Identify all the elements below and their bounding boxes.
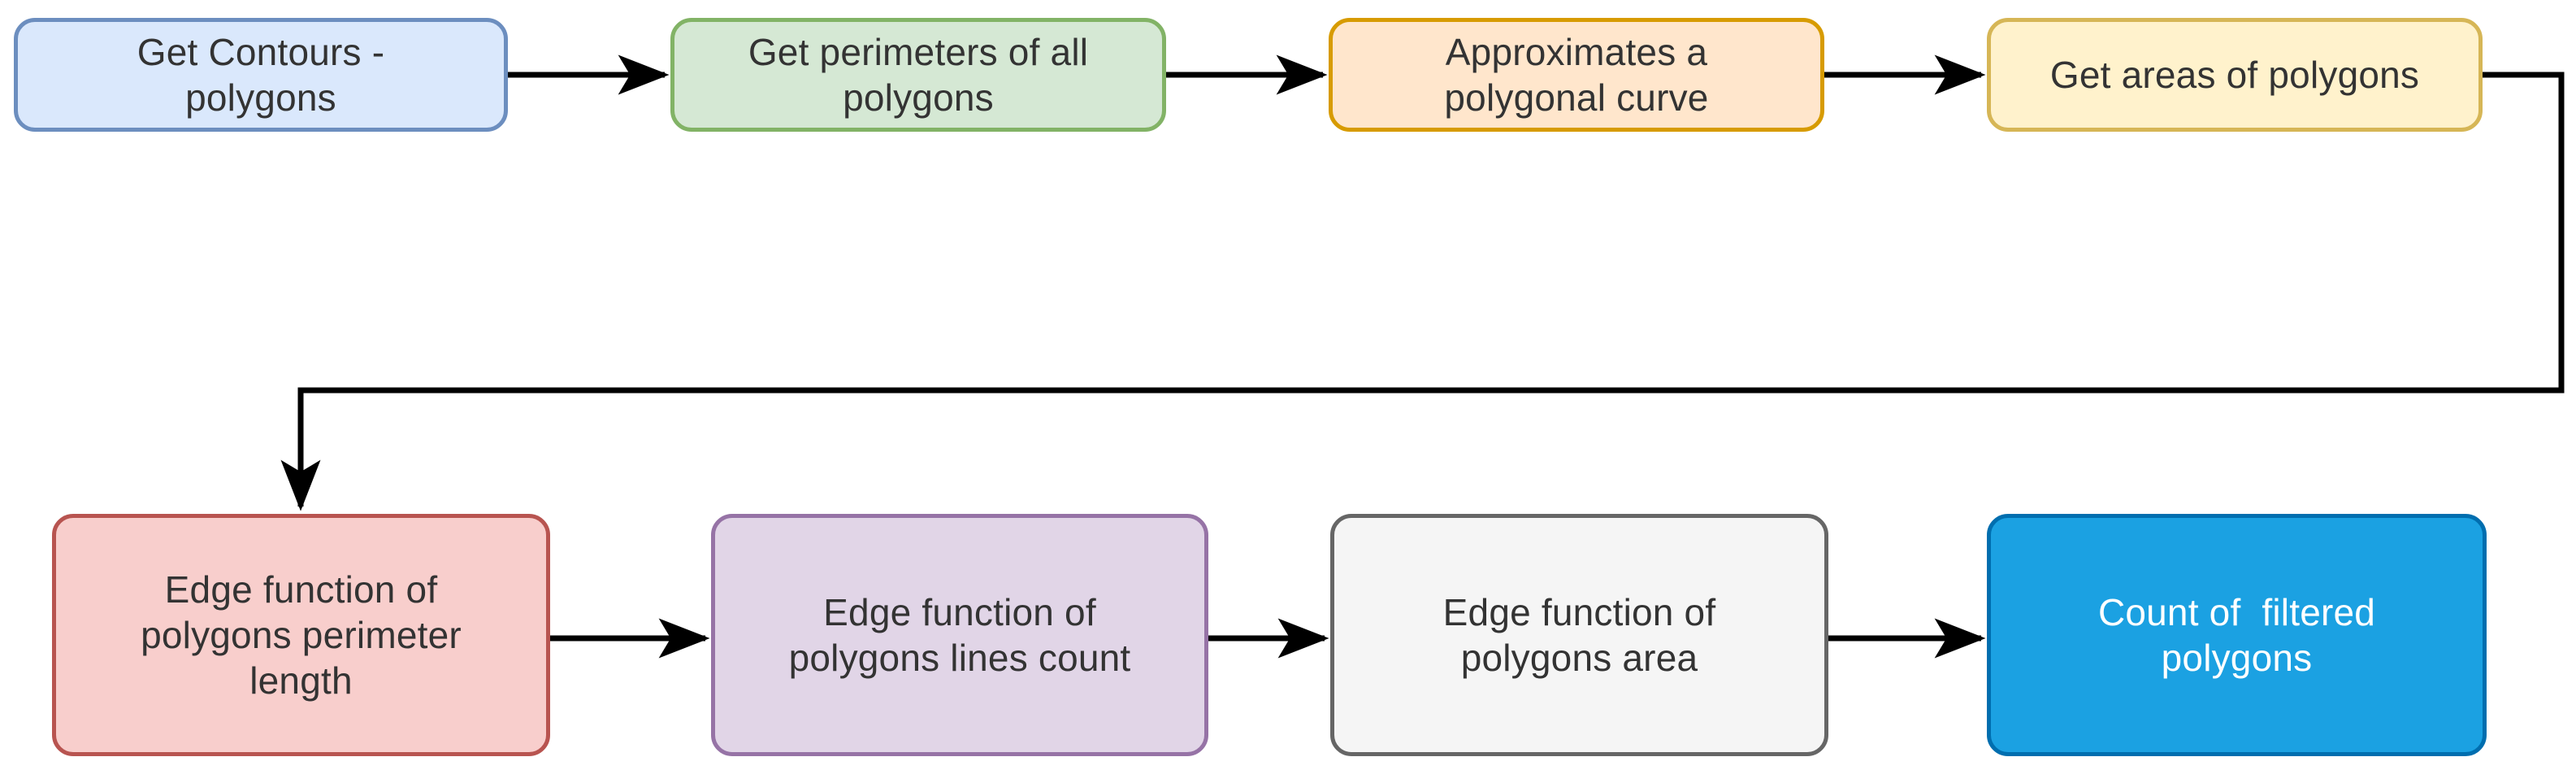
node-get-contours-polygons[interactable]: Get Contours - polygons [14,18,508,132]
node-label: Get perimeters of all polygons [748,30,1089,119]
node-edge-function-of-polygons-perimeter-length[interactable]: Edge function of polygons perimeter leng… [52,514,550,756]
node-label: Edge function of polygons lines count [788,590,1131,679]
node-label: Edge function of polygons perimeter leng… [141,568,462,703]
node-edge-function-of-polygons-area[interactable]: Edge function of polygons area [1330,514,1828,756]
node-get-perimeters-of-all-polygons[interactable]: Get perimeters of all polygons [670,18,1166,132]
node-approximates-a-polygonal-curve[interactable]: Approximates a polygonal curve [1329,18,1824,132]
node-label: Edge function of polygons area [1442,590,1716,679]
node-count-of-filtered-polygons[interactable]: Count of filtered polygons [1987,514,2487,756]
node-label: Count of filtered polygons [2097,590,2376,679]
node-edge-function-of-polygons-lines-count[interactable]: Edge function of polygons lines count [711,514,1208,756]
node-label: Get Contours - polygons [137,30,385,119]
node-label: Get areas of polygons [2049,53,2420,96]
node-get-areas-of-polygons[interactable]: Get areas of polygons [1987,18,2483,132]
node-label: Approximates a polygonal curve [1444,30,1709,119]
edge-areas-to-perimeter-length [280,72,2565,511]
